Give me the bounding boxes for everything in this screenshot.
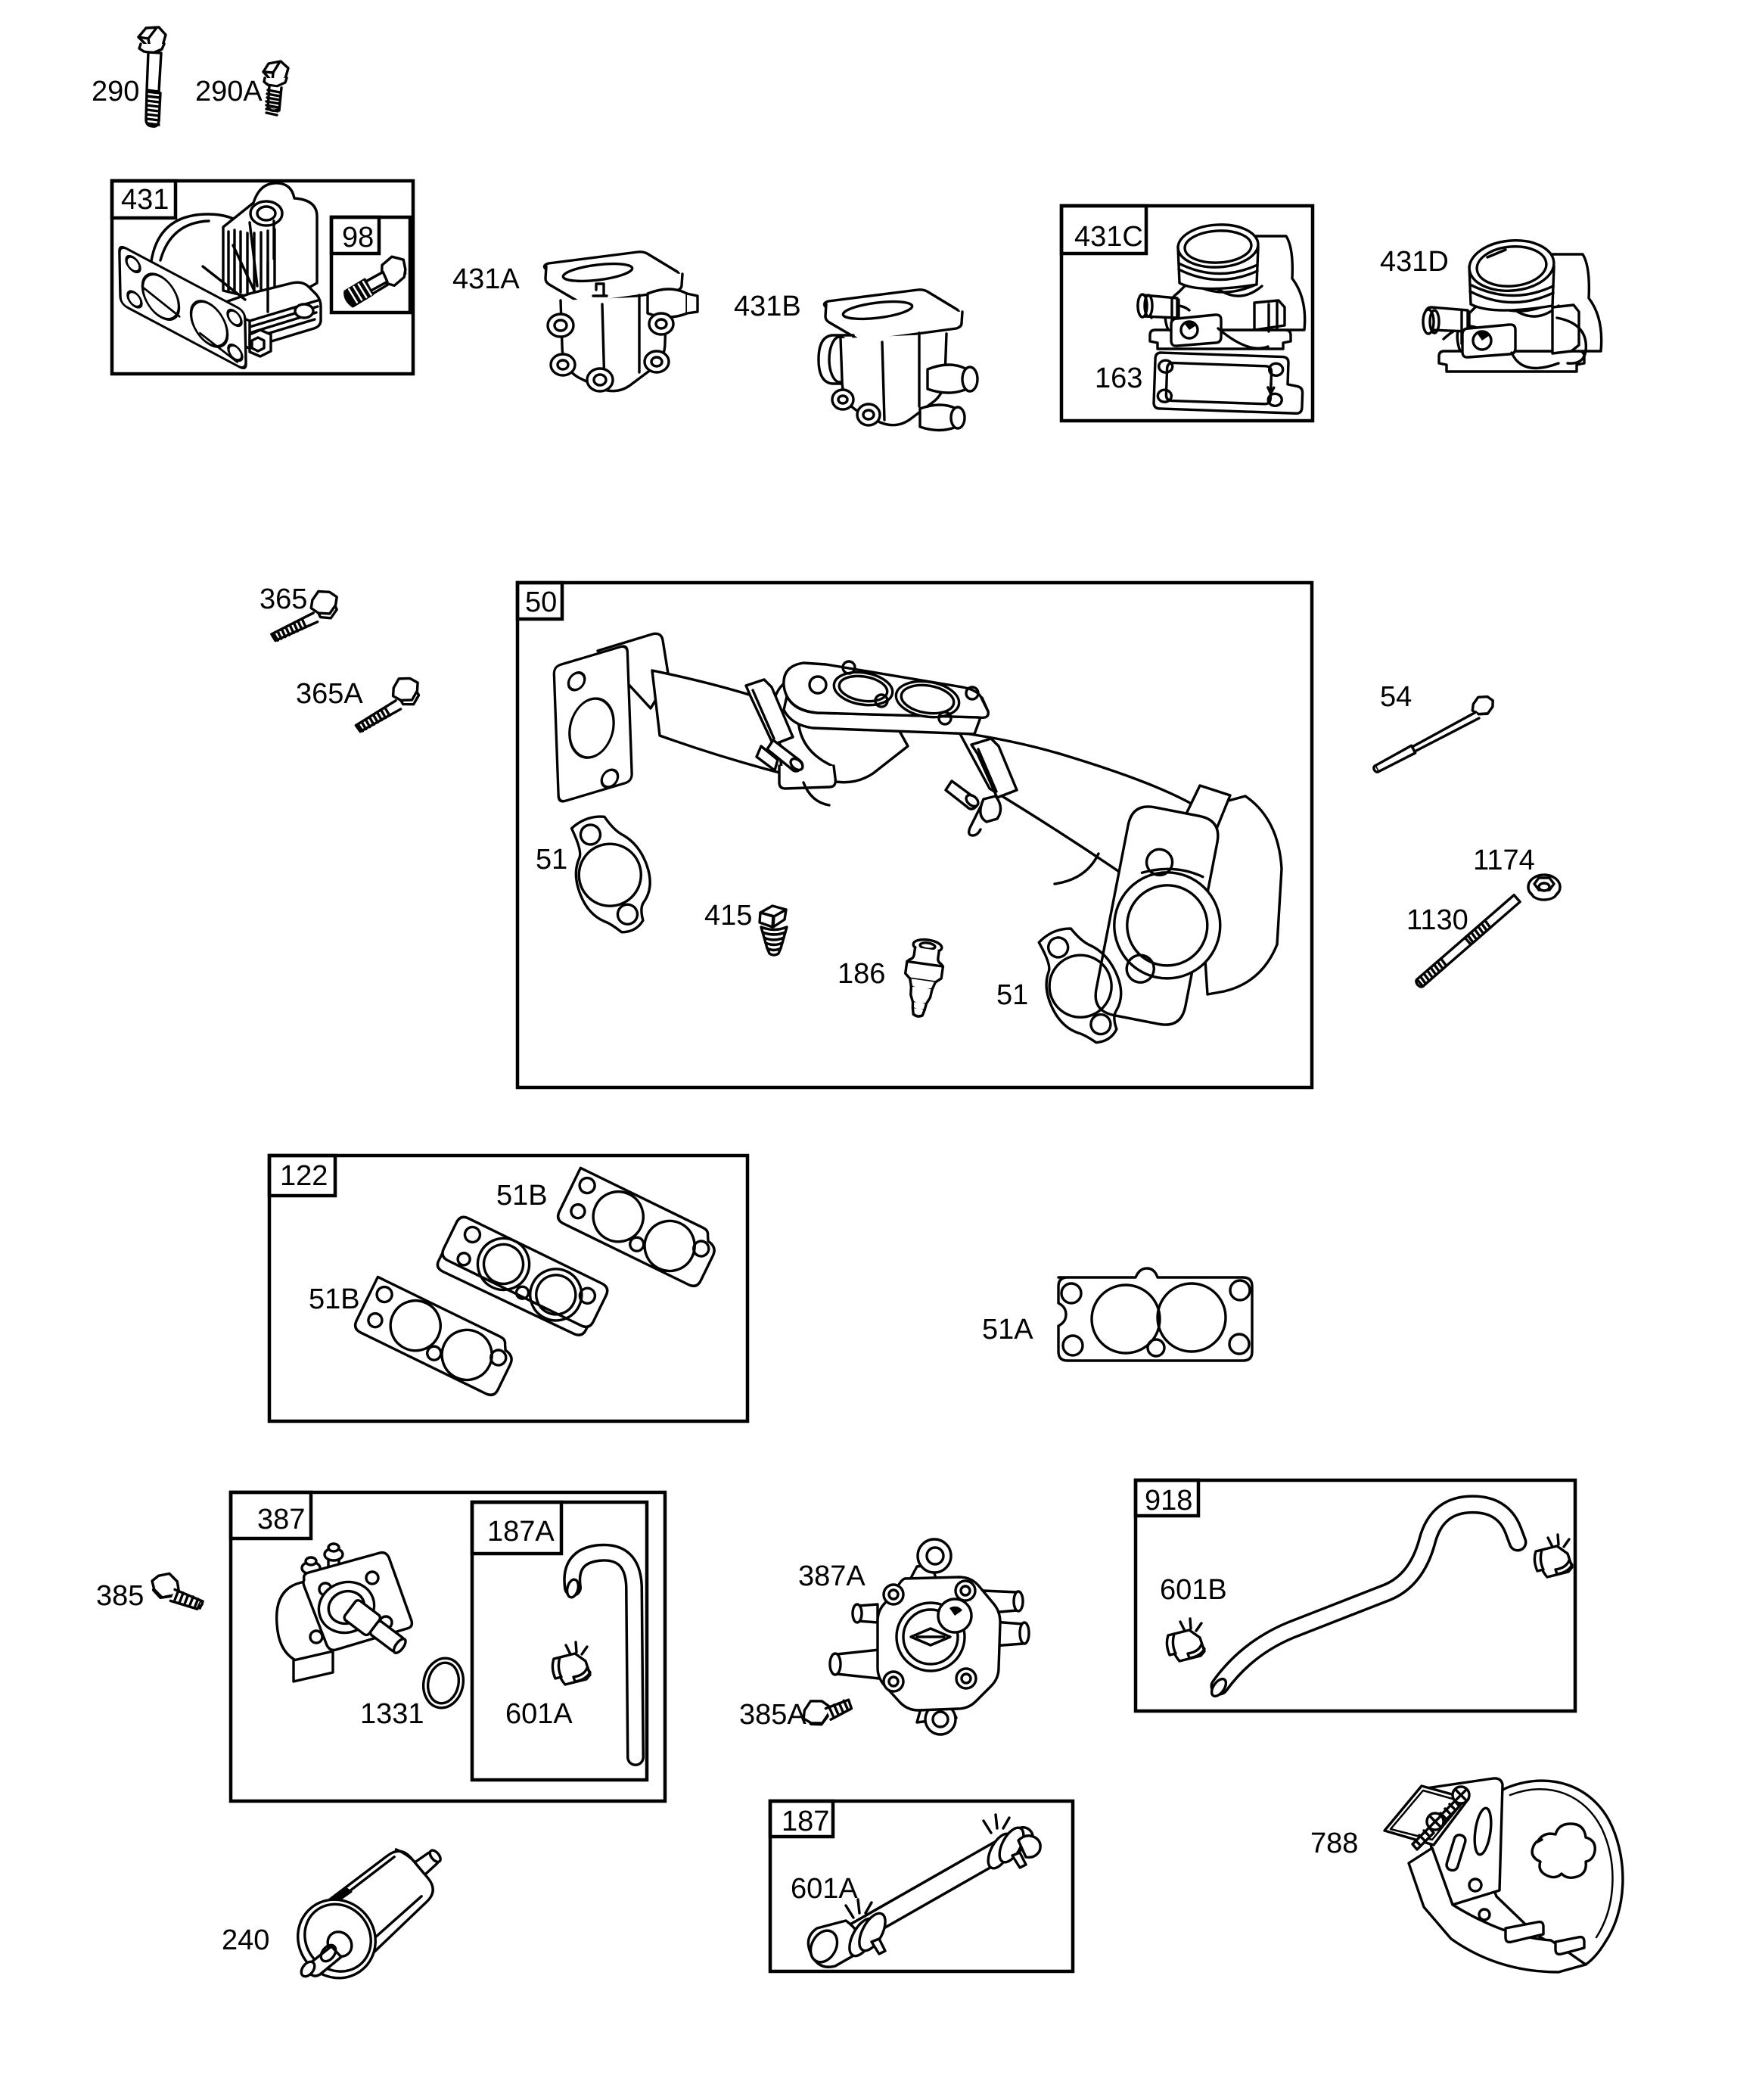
svg-text:788: 788 bbox=[1310, 1828, 1358, 1859]
svg-text:601B: 601B bbox=[1160, 1574, 1227, 1606]
svg-text:51A: 51A bbox=[982, 1314, 1033, 1346]
svg-text:385: 385 bbox=[96, 1580, 144, 1612]
svg-text:51: 51 bbox=[996, 979, 1028, 1011]
svg-text:431B: 431B bbox=[734, 291, 801, 322]
svg-text:98: 98 bbox=[342, 222, 374, 254]
svg-text:240: 240 bbox=[222, 1924, 269, 1956]
svg-text:431: 431 bbox=[121, 184, 169, 216]
svg-text:365A: 365A bbox=[296, 678, 363, 710]
svg-text:431C: 431C bbox=[1074, 221, 1143, 253]
svg-text:918: 918 bbox=[1145, 1485, 1192, 1517]
svg-text:1130: 1130 bbox=[1406, 904, 1468, 936]
svg-text:187: 187 bbox=[782, 1806, 829, 1837]
svg-text:54: 54 bbox=[1380, 681, 1412, 713]
svg-text:1331: 1331 bbox=[360, 1698, 424, 1730]
svg-text:290: 290 bbox=[92, 76, 139, 107]
svg-text:51B: 51B bbox=[496, 1180, 548, 1212]
svg-text:431A: 431A bbox=[452, 263, 520, 295]
svg-text:385A: 385A bbox=[739, 1699, 806, 1731]
svg-text:365: 365 bbox=[259, 583, 307, 615]
svg-text:415: 415 bbox=[704, 900, 752, 932]
svg-text:290A: 290A bbox=[195, 76, 263, 107]
svg-text:51: 51 bbox=[536, 844, 567, 876]
svg-text:1174: 1174 bbox=[1473, 845, 1535, 876]
svg-text:163: 163 bbox=[1095, 362, 1142, 394]
svg-text:122: 122 bbox=[280, 1160, 328, 1192]
svg-text:186: 186 bbox=[838, 958, 885, 990]
svg-text:387: 387 bbox=[257, 1504, 305, 1535]
svg-text:601A: 601A bbox=[505, 1698, 573, 1730]
svg-text:51B: 51B bbox=[309, 1283, 360, 1315]
svg-text:50: 50 bbox=[525, 586, 557, 618]
svg-text:431D: 431D bbox=[1380, 246, 1449, 278]
svg-text:601A: 601A bbox=[791, 1873, 858, 1905]
svg-text:187A: 187A bbox=[487, 1516, 555, 1548]
svg-text:387A: 387A bbox=[798, 1560, 866, 1592]
